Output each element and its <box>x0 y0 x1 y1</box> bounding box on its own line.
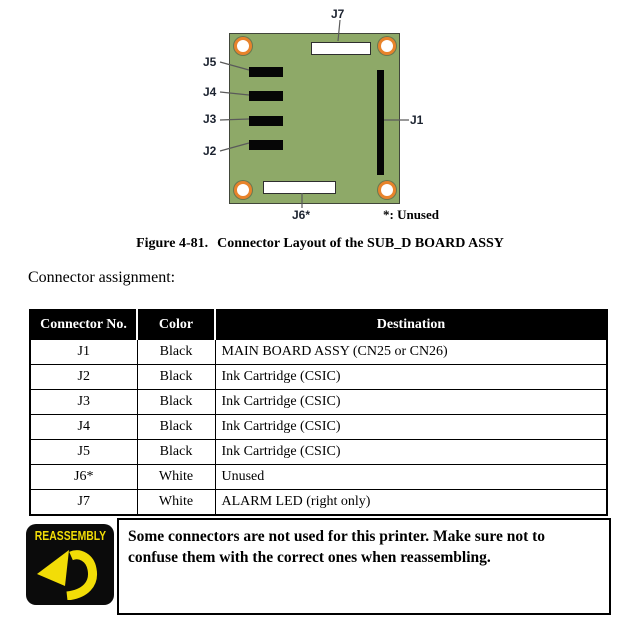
table-cell: J3 <box>29 389 138 415</box>
table-cell: Black <box>136 339 216 365</box>
label-j2: J2 <box>203 144 217 158</box>
unused-footnote: *: Unused <box>383 207 439 222</box>
table-cell: Ink Cartridge (CSIC) <box>214 389 608 415</box>
label-j7: J7 <box>331 7 345 21</box>
label-j4: J4 <box>203 85 217 99</box>
connector-j3 <box>249 116 283 126</box>
label-j5: J5 <box>203 55 217 69</box>
intro-text: Connector assignment: <box>28 269 176 286</box>
table-cell: White <box>136 464 216 490</box>
reassembly-arrow-icon <box>37 550 98 600</box>
table-cell: Unused <box>214 464 608 490</box>
table-cell: Black <box>136 389 216 415</box>
table-cell: J2 <box>29 364 138 390</box>
table-cell: J1 <box>29 339 138 365</box>
connector-j7 <box>311 42 371 55</box>
connector-j1 <box>377 70 384 175</box>
connector-j6 <box>263 181 336 194</box>
table-cell: J5 <box>29 439 138 465</box>
mounting-hole-top-left <box>234 37 252 55</box>
table-cell: Ink Cartridge (CSIC) <box>214 364 608 390</box>
mounting-hole-top-right <box>378 37 396 55</box>
table-cell: J6* <box>29 464 138 490</box>
connector-layout-diagram: J7 J5 J4 J3 J2 J1 J6* *: Unused <box>0 0 640 232</box>
note-line-2: confuse them with the correct ones when … <box>128 549 491 566</box>
table-cell: MAIN BOARD ASSY (CN25 or CN26) <box>214 339 608 365</box>
header-connector-no: Connector No. <box>30 310 137 340</box>
table-cell: Black <box>136 439 216 465</box>
figure-caption-title: Connector Layout of the SUB_D BOARD ASSY <box>217 236 504 251</box>
figure-caption: Figure 4-81. Connector Layout of the SUB_… <box>0 236 640 252</box>
note-line-1: Some connectors are not used for this pr… <box>128 528 546 545</box>
table-cell: ALARM LED (right only) <box>214 489 608 516</box>
table-header-row: Connector No. Color Destination <box>30 310 607 340</box>
table-cell: J4 <box>29 414 138 440</box>
connector-j4 <box>249 91 283 101</box>
figure-caption-label: Figure 4-81. <box>136 236 209 251</box>
table-cell: Ink Cartridge (CSIC) <box>214 414 608 440</box>
header-color: Color <box>136 310 215 340</box>
reassembly-badge-label: REASSEMBLY <box>34 528 107 543</box>
label-j6: J6* <box>292 208 311 222</box>
mounting-hole-bottom-right <box>378 181 396 199</box>
label-j1: J1 <box>410 113 424 127</box>
note-box: Some connectors are not used for this pr… <box>117 518 611 615</box>
table-cell: Ink Cartridge (CSIC) <box>214 439 608 465</box>
table-cell: Black <box>136 364 216 390</box>
connector-j5 <box>249 67 283 77</box>
header-destination: Destination <box>214 310 607 340</box>
pcb-board <box>229 33 400 204</box>
connector-j2 <box>249 140 283 150</box>
table-cell: J7 <box>29 489 138 516</box>
label-j3: J3 <box>203 112 217 126</box>
reassembly-badge: REASSEMBLY <box>26 524 114 605</box>
table-cell: Black <box>136 414 216 440</box>
table-cell: White <box>136 489 216 516</box>
mounting-hole-bottom-left <box>234 181 252 199</box>
